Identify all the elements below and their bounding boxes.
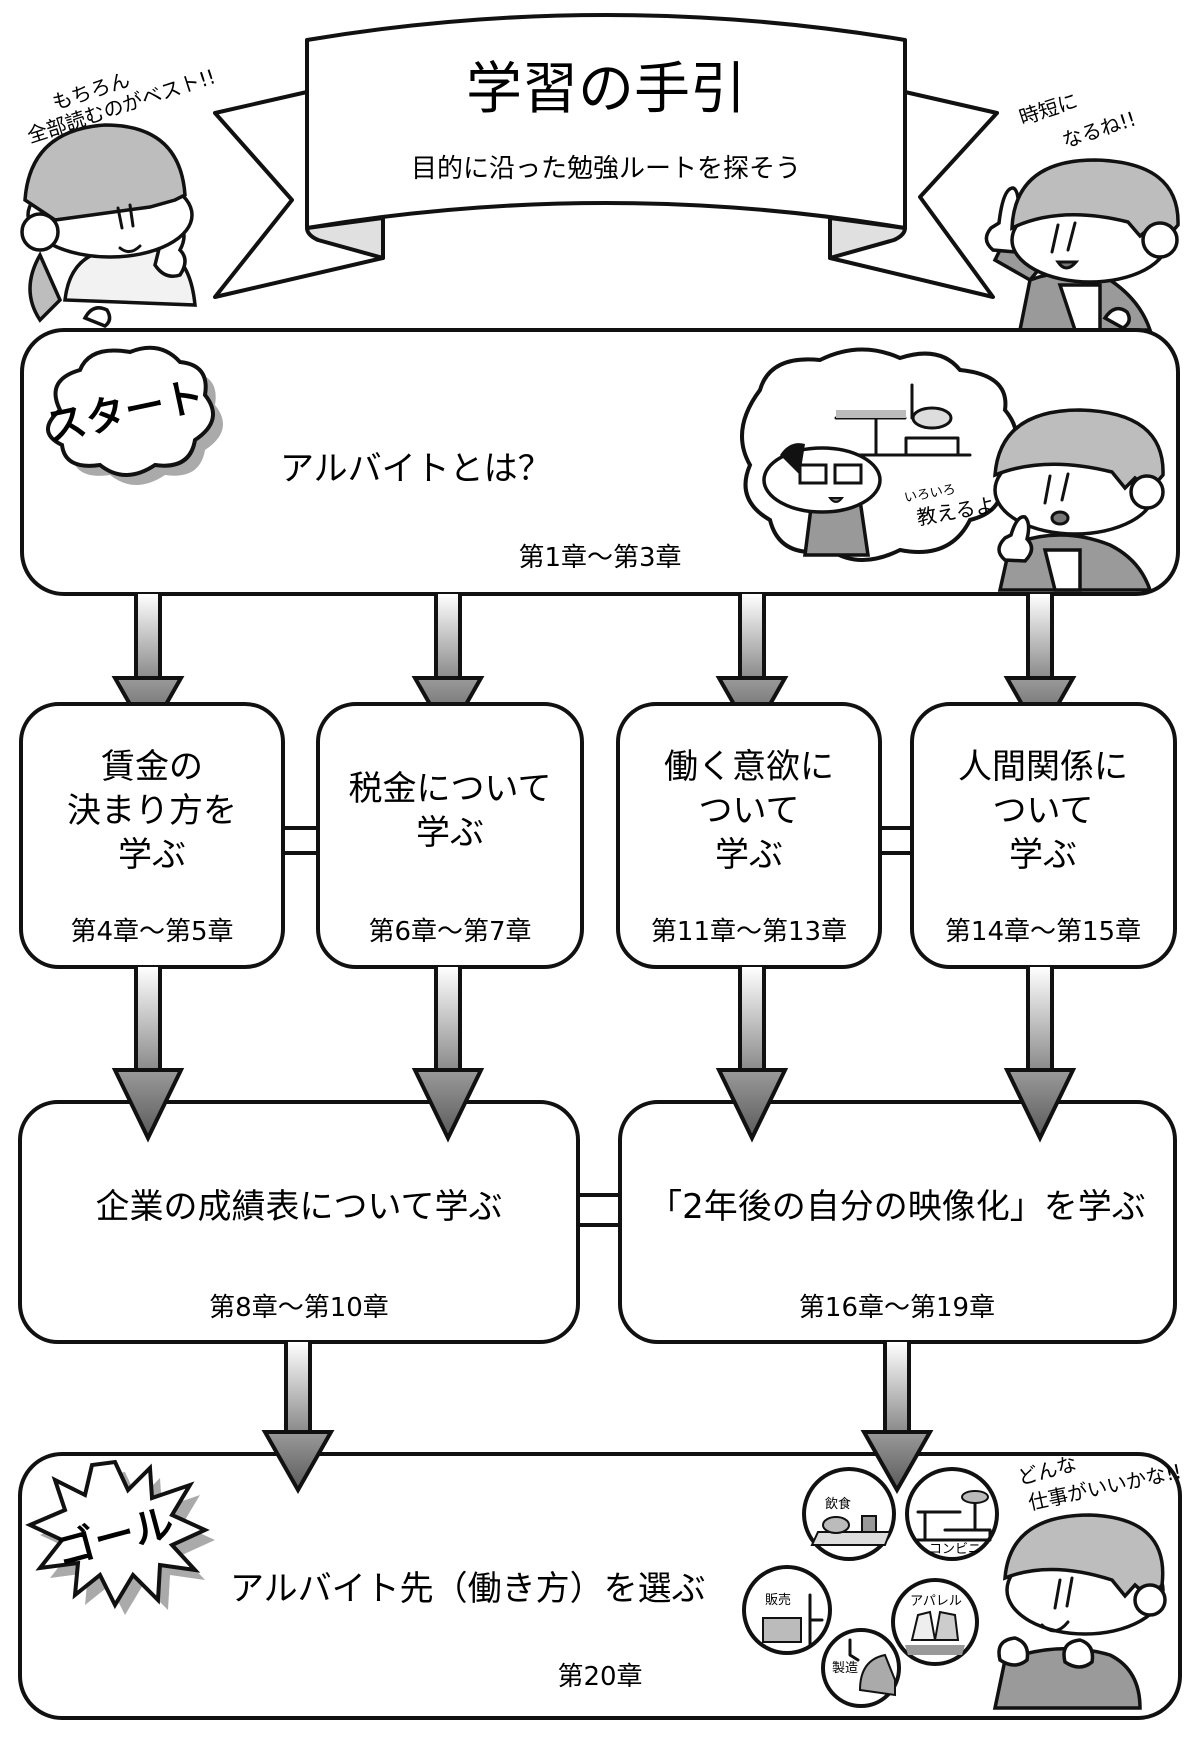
row3-box-financials: 企業の成績表について学ぶ 第8章〜第10章 [18,1100,580,1344]
row2-box-motivation: 働く意欲に ついて 学ぶ 第11章〜第13章 [616,702,882,969]
food-service-icon: 飲食 [802,1467,896,1561]
page-title: 学習の手引 [466,57,746,122]
row3-box-future-self: 「2年後の自分の映像化」を学ぶ 第16章〜第19章 [618,1100,1177,1344]
girl-character-illustration: もちろん 全部読むのがベスト!! [20,64,218,328]
row2-box-wages-chapters: 第4章〜第5章 [70,917,233,947]
row3-box-financials-chapters: 第8章〜第10章 [209,1293,389,1323]
row2-box-relationships-line2: ついて [993,791,1094,831]
row2-box-relationships-chapters: 第14章〜第15章 [945,917,1141,947]
ribbon-right-fold [828,216,907,260]
apparel-icon: アパレル [891,1578,979,1666]
boy-choosing-job-illustration: どんな 仕事がいいかな!! [992,1451,1184,1710]
row2-box-wages-line2: 決まり方を [67,791,237,831]
start-title: アルバイトとは？ [280,449,552,489]
convenience-store-icon: コンビニ [905,1467,999,1561]
row2-box-motivation-line1: 働く意欲に [664,747,834,787]
row2-connectors [281,826,914,855]
row3-box-financials-title: 企業の成績表について学ぶ [96,1187,503,1227]
goal-badge: ゴール [25,1459,215,1615]
arrows-row2-to-row3 [111,967,1077,1143]
manufacturing-icon: 製造 [821,1628,901,1708]
row2-box-motivation-line2: ついて [699,791,800,831]
flow-arrow [715,967,789,1143]
row2-box-wages-line3: 学ぶ [118,835,186,875]
flow-arrow [261,1342,335,1495]
ribbon-panel [305,13,907,230]
title-ribbon: 学習の手引 目的に沿った勉強ルートを探そう [213,13,999,299]
arrows-row3-to-goal [261,1342,934,1495]
row2-box-relationships: 人間関係に ついて 学ぶ 第14章〜第15章 [910,702,1177,969]
goal-chapters: 第20章 [557,1662,642,1692]
row2-box-relationships-line3: 学ぶ [1009,835,1077,875]
row2-box-taxes: 税金について 学ぶ 第6章〜第7章 [316,702,584,969]
goal-title: アルバイト先（働き方）を選ぶ [230,1569,706,1609]
job-type-icons: 飲食 コンビニ 販売 アパレル 製造 [742,1467,999,1708]
convenience-store-label: コンビニ [929,1542,981,1557]
flow-arrow [111,967,185,1143]
apparel-label: アパレル [910,1594,962,1609]
boy-thinking-illustration [993,408,1165,592]
page-subtitle: 目的に沿った勉強ルートを探そう [411,154,801,184]
start-chapters: 第1章〜第3章 [518,543,681,573]
retail-sales-label: 販売 [765,1592,791,1608]
flow-arrow [411,967,485,1143]
retail-sales-icon: 販売 [742,1565,832,1655]
row3-box-future-self-chapters: 第16章〜第19章 [799,1293,995,1323]
ribbon-left-fold [305,216,385,260]
row2-box-relationships-line1: 人間関係に [958,747,1128,787]
row2-box-taxes-line1: 税金について [349,769,552,809]
row3-box-future-self-title: 「2年後の自分の映像化」を学ぶ [648,1187,1146,1227]
row3-connector [576,1193,622,1227]
row2-box-motivation-line3: 学ぶ [715,835,783,875]
start-badge: スタート [42,345,223,485]
row2-box-taxes-chapters: 第6章〜第7章 [368,917,531,947]
row2-box-wages-line1: 賃金の [101,747,203,787]
row2-box-wages: 賃金の 決まり方を 学ぶ 第4章〜第5章 [19,702,285,969]
shopkeeper-thought-bubble-illustration: いろいろ 教えるよ [740,347,1019,562]
row2-box-taxes-line2: 学ぶ [416,813,484,853]
flow-arrow [1003,967,1077,1143]
row2-box-motivation-chapters: 第11章〜第13章 [651,917,847,947]
boy-character-illustration: 時短に なるね!! [984,88,1180,332]
food-service-label: 飲食 [825,1496,851,1512]
manufacturing-label: 製造 [832,1661,858,1676]
flow-arrow [860,1342,934,1495]
speech-right-line1: 時短に [1016,88,1080,129]
